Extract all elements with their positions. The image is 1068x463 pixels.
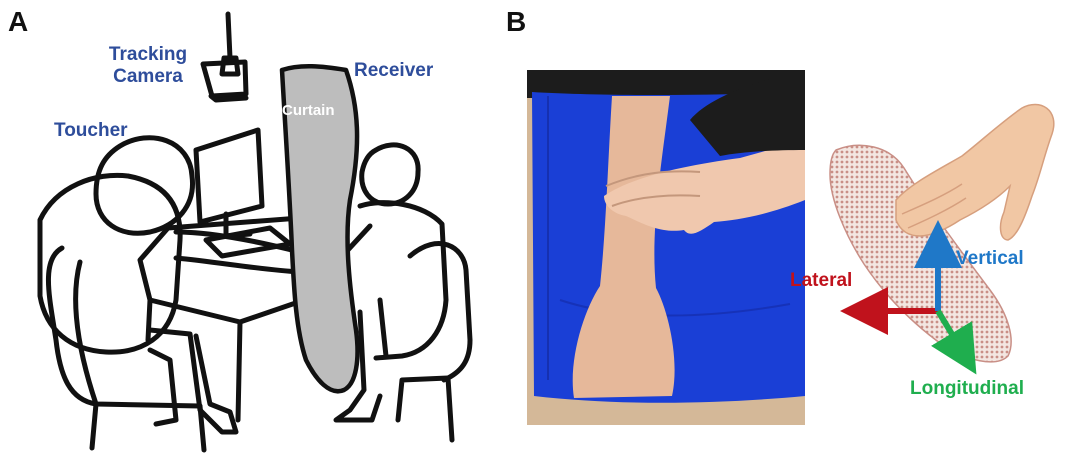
toucher-label: Toucher [54, 120, 128, 142]
panel-b-letter: B [506, 6, 526, 38]
toucher-figure [40, 138, 324, 450]
receiver-label: Receiver [354, 60, 433, 82]
panel-a-letter: A [8, 6, 28, 38]
vertical-axis-label: Vertical [956, 248, 1024, 270]
monitor-drawing [196, 130, 262, 222]
tracking-camera-label: Tracking Camera [98, 44, 198, 88]
curtain-label: Curtain [282, 102, 335, 119]
model-hand-shape [896, 104, 1054, 240]
arm-photo [527, 70, 805, 425]
tracking-camera-drawing [203, 14, 246, 100]
lateral-axis-label: Lateral [790, 270, 852, 292]
longitudinal-axis-label: Longitudinal [910, 378, 1024, 400]
